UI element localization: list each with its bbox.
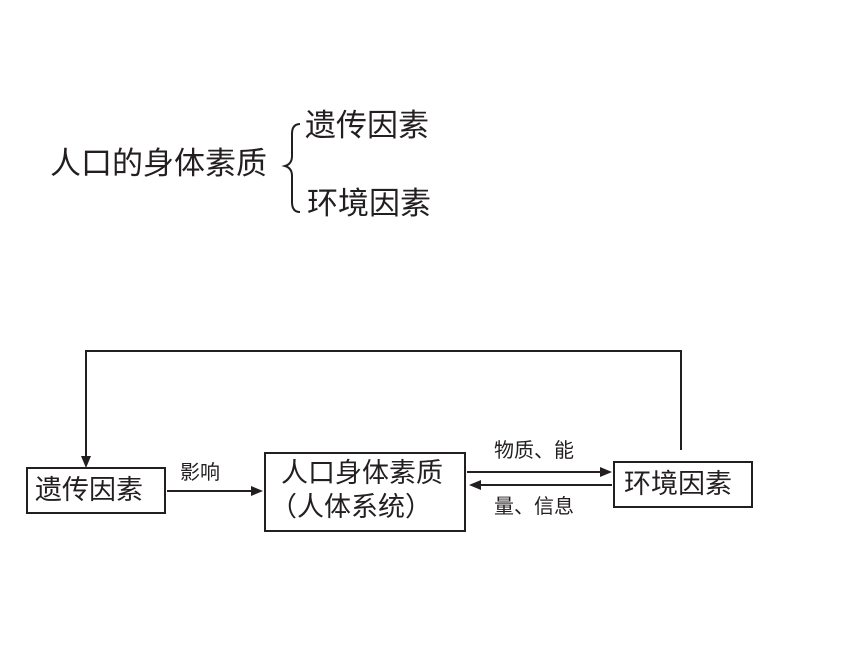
genetic-box-label: 遗传因素 xyxy=(35,475,143,506)
exchange-label-top: 物质、能 xyxy=(494,438,574,462)
exchange-label-bottom: 量、信息 xyxy=(494,494,574,518)
classification-branch-genetic: 遗传因素 xyxy=(305,108,429,144)
classification-main: 人口的身体素质 xyxy=(50,146,267,182)
exchange-arrowhead-left xyxy=(469,480,481,490)
feedback-loop-line xyxy=(85,350,682,460)
influence-label: 影响 xyxy=(180,460,220,484)
center-box-line2: （人体系统） xyxy=(270,492,432,523)
center-box-line1: 人口身体素质 xyxy=(281,458,443,489)
influence-arrowhead xyxy=(251,486,263,496)
env-box-label: 环境因素 xyxy=(624,469,732,500)
env-box-frame xyxy=(613,461,753,508)
center-box-frame xyxy=(264,452,466,532)
genetic-box-frame xyxy=(26,467,166,514)
classification-branch-environment: 环境因素 xyxy=(307,186,431,222)
exchange-arrowhead-right xyxy=(600,467,612,477)
feedback-arrowhead xyxy=(81,456,91,468)
classification-brace xyxy=(281,123,301,213)
